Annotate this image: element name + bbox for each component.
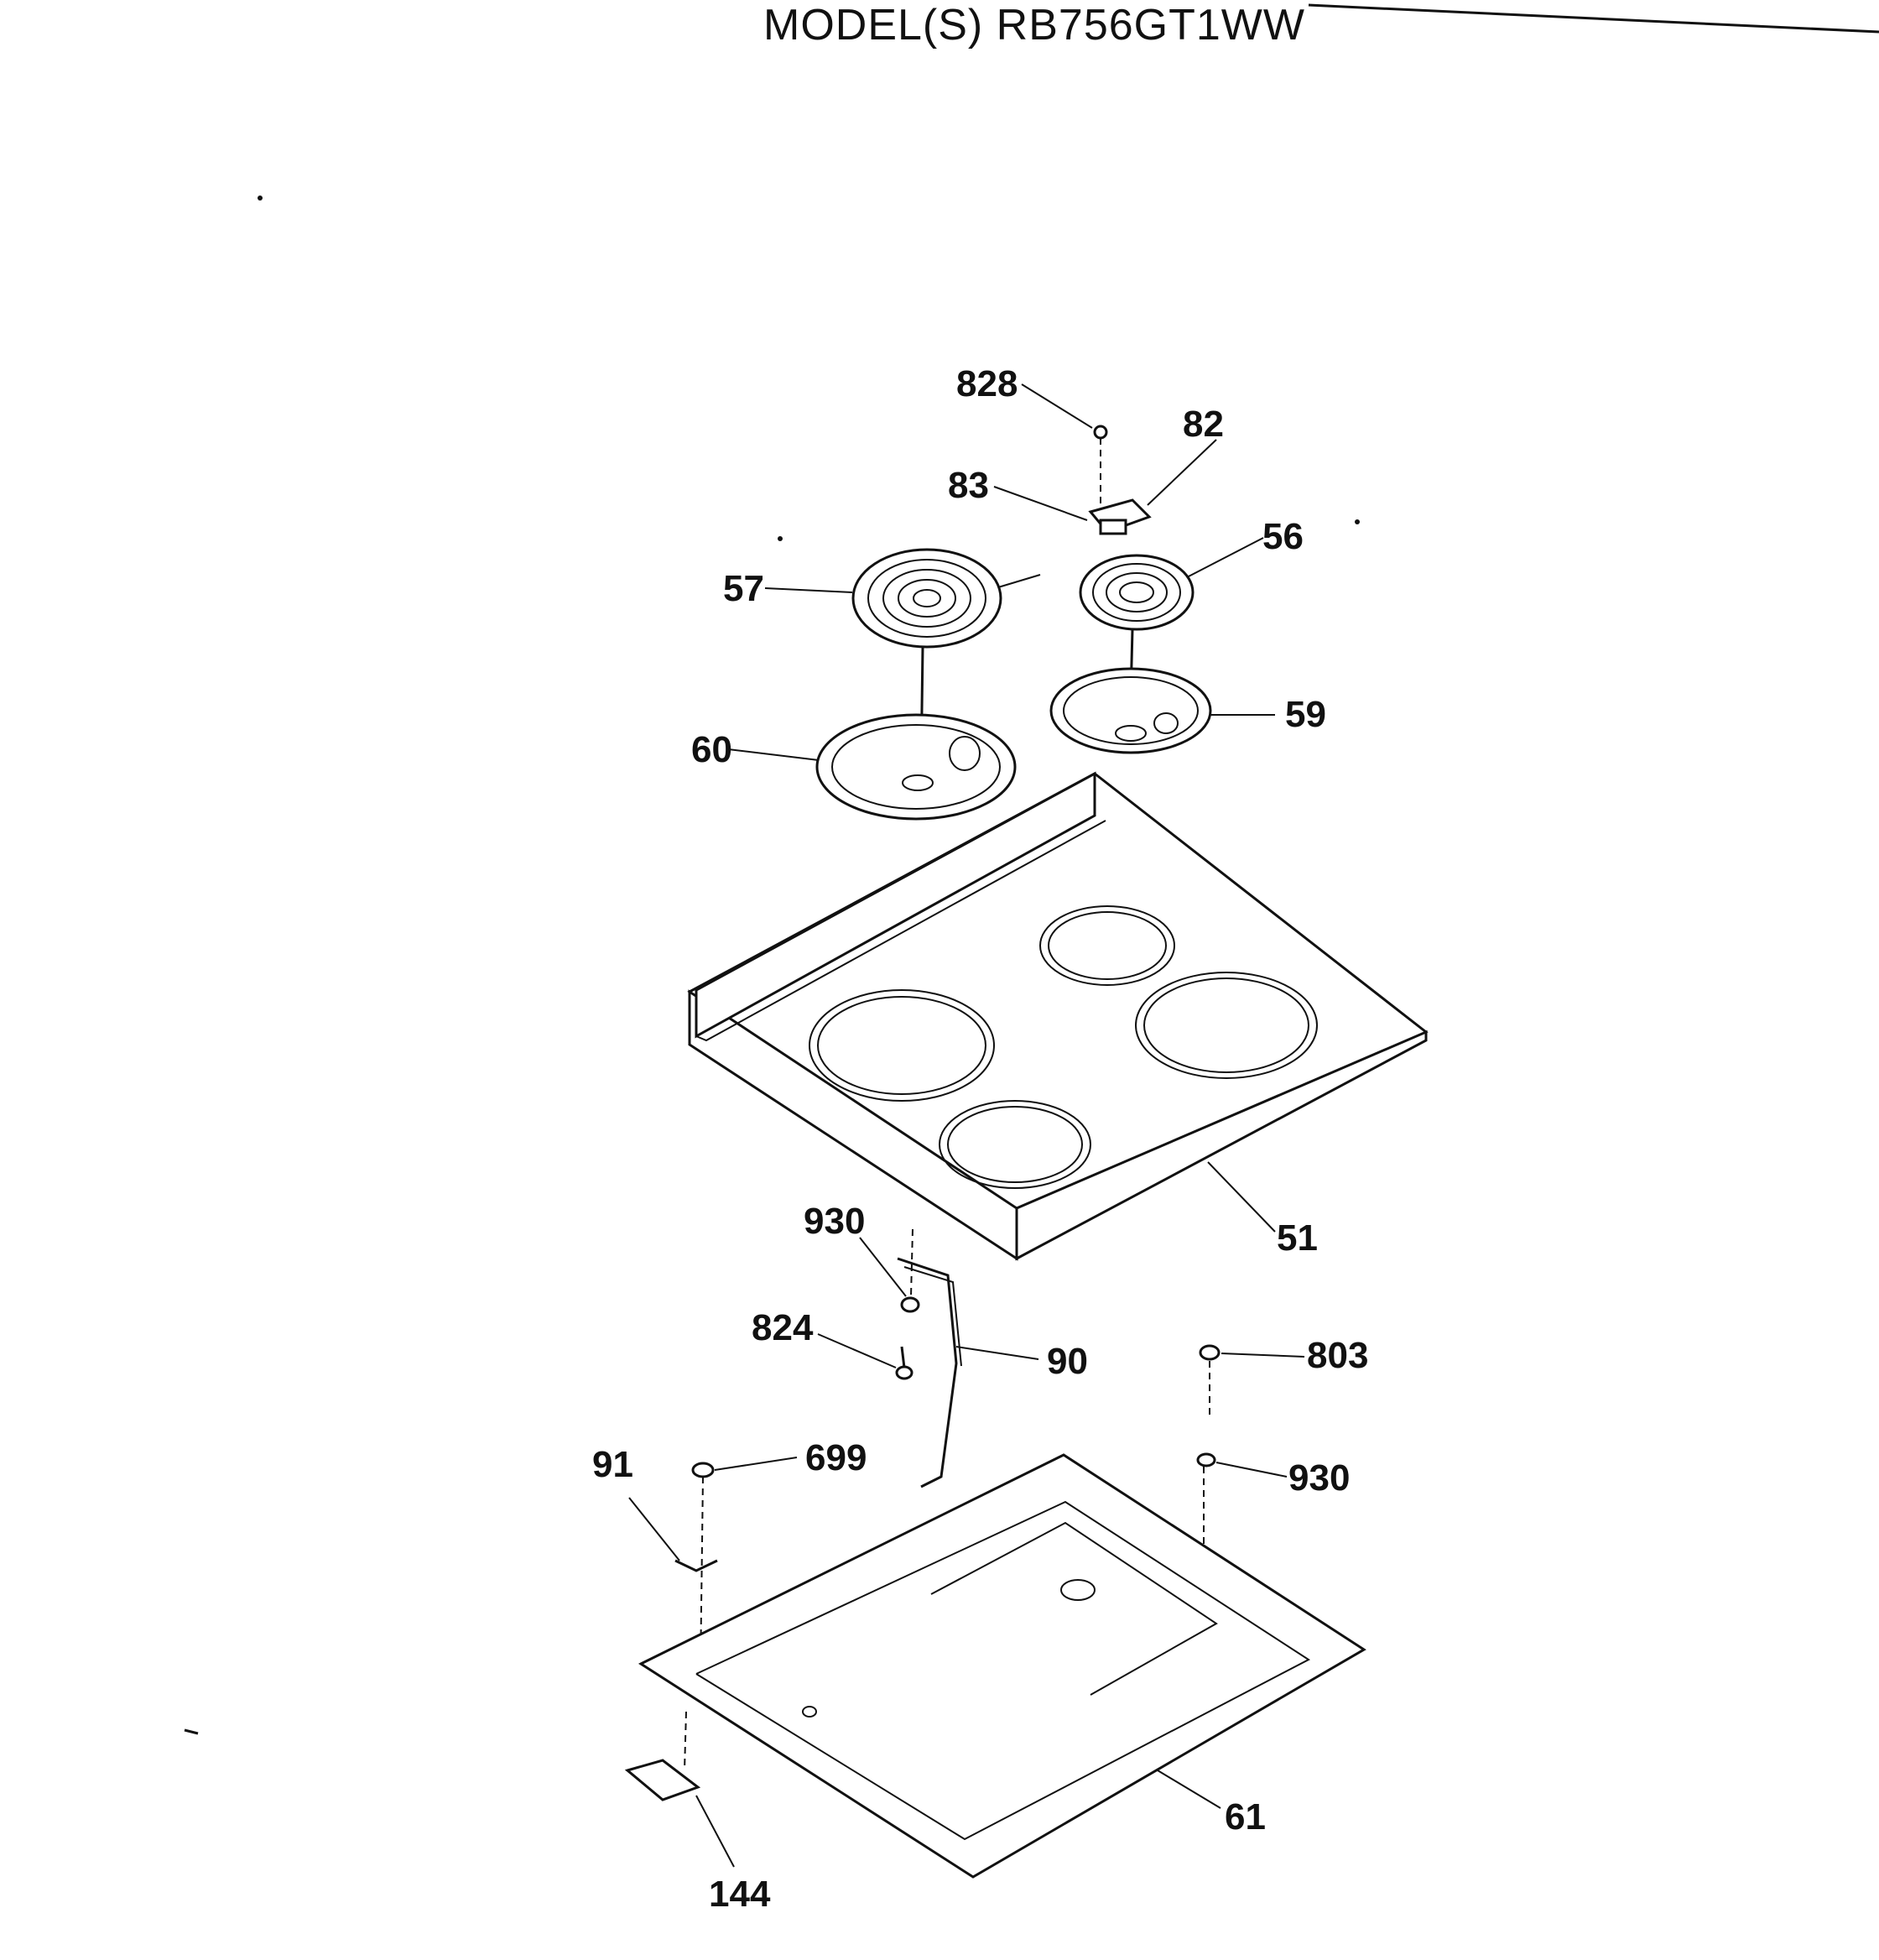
part-57-large-surface-unit	[851, 548, 1041, 773]
leader-lines	[628, 383, 1305, 1868]
speck	[1355, 519, 1360, 524]
speck	[258, 195, 263, 201]
part-144-bracket	[624, 1711, 701, 1801]
callout-61: 61	[1225, 1796, 1266, 1838]
callout-930-lower: 930	[1288, 1457, 1350, 1499]
part-803-screw	[1199, 1344, 1221, 1418]
part-82-bracket	[1088, 498, 1152, 535]
part-51-cooktop	[687, 771, 1429, 1261]
callout-57: 57	[723, 568, 764, 609]
callout-83: 83	[948, 465, 989, 506]
part-60-large-drip-pan	[815, 713, 1017, 821]
callout-699: 699	[805, 1437, 867, 1478]
callout-82: 82	[1183, 404, 1224, 445]
part-699-screw	[691, 1462, 715, 1675]
callout-824: 824	[752, 1307, 814, 1348]
part-930-washer-upper	[900, 1228, 920, 1313]
part-59-small-drip-pan	[1049, 667, 1212, 754]
model-title: MODEL(S) RB756GT1WW	[763, 1, 1305, 50]
part-90-rod	[897, 1257, 962, 1488]
callout-51: 51	[1277, 1217, 1318, 1259]
part-828-screw	[1093, 425, 1108, 503]
part-930-washer-lower	[1196, 1452, 1216, 1544]
callout-144: 144	[709, 1874, 771, 1915]
callout-60: 60	[691, 729, 732, 770]
part-61-bottom-pan	[638, 1453, 1366, 1879]
callout-56: 56	[1262, 516, 1304, 557]
part-91-clip	[674, 1559, 718, 1572]
callout-828: 828	[956, 363, 1018, 404]
part-824-screw	[895, 1346, 913, 1380]
speck	[184, 1728, 199, 1735]
callout-930-upper: 930	[804, 1201, 865, 1242]
callout-91: 91	[592, 1444, 633, 1485]
callout-59: 59	[1285, 694, 1326, 735]
callout-90: 90	[1047, 1341, 1088, 1382]
header-rule	[1308, 3, 1879, 34]
callout-803: 803	[1307, 1335, 1368, 1376]
speck	[778, 536, 783, 541]
